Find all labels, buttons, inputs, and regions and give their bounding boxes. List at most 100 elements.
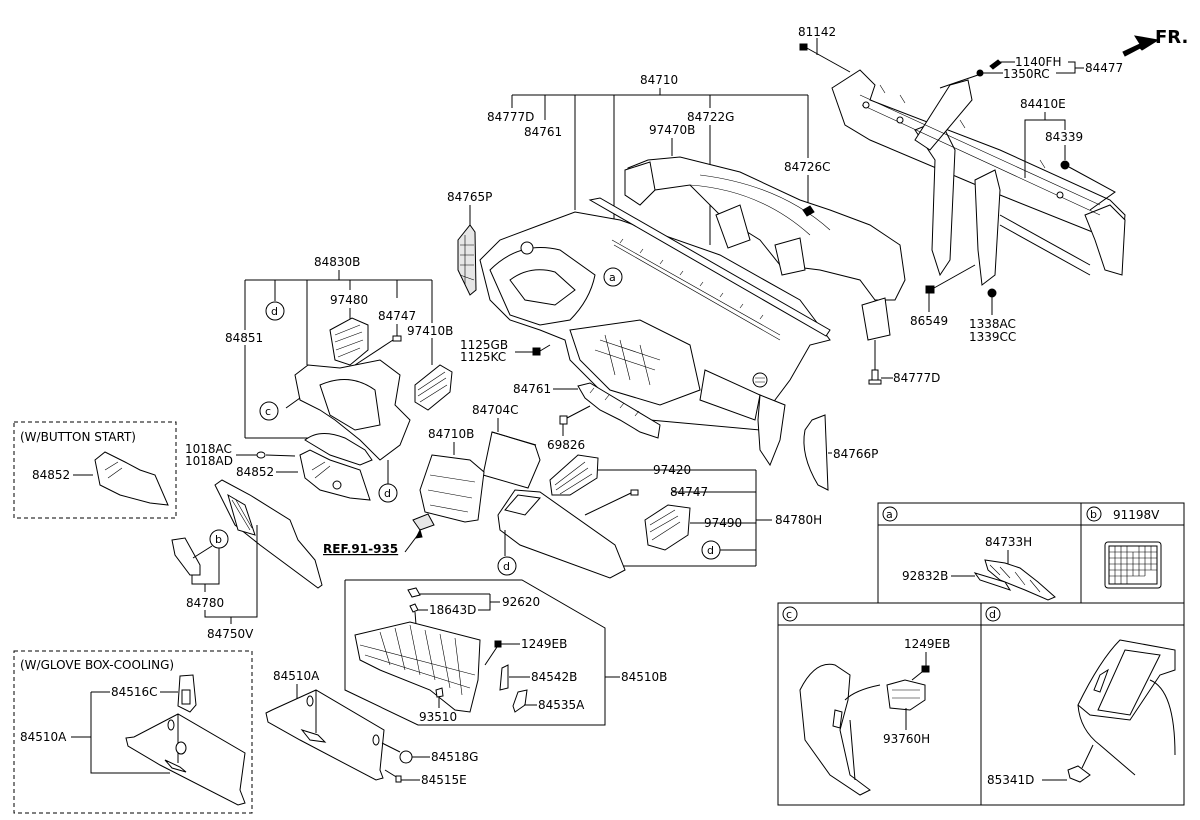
option-box-glove-box-cooling: (W/GLOVE BOX-COOLING) 84516C 84510A: [13, 650, 253, 814]
reference-91-935[interactable]: REF.91-935: [323, 513, 435, 556]
callout-b-text: b: [215, 533, 222, 546]
part-84851-cover[interactable]: [304, 433, 373, 466]
callout-d-marker-84780H[interactable]: d: [701, 540, 721, 560]
part-84510A-glove-box[interactable]: 84510A: [265, 669, 385, 781]
label-84535A: 84535A: [538, 698, 585, 712]
part-97410B-vent[interactable]: [414, 364, 453, 411]
callout-d-text-84780H: d: [707, 544, 714, 557]
label-93510: 93510: [419, 710, 457, 724]
label-92620: 92620: [502, 595, 540, 609]
part-69826[interactable]: 69826: [547, 405, 591, 452]
label-97470B: 97470B: [649, 123, 695, 137]
part-97470B-duct[interactable]: [624, 138, 906, 341]
label-sticker-icon: [1104, 541, 1162, 589]
label-92832B: 92832B: [902, 569, 948, 583]
part-glove-box-housing[interactable]: [354, 621, 481, 713]
part-84726C-clip[interactable]: [802, 205, 815, 217]
part-97490-vent[interactable]: [644, 504, 691, 551]
label-84765P: 84765P: [447, 190, 492, 204]
callout-d-text-cover: d: [503, 560, 510, 573]
part-84535A[interactable]: 84535A: [512, 689, 585, 713]
part-84542B[interactable]: 84542B: [499, 664, 577, 691]
callout-d-marker-cluster[interactable]: d: [265, 301, 285, 321]
part-84780-pocket[interactable]: [171, 537, 213, 576]
part-84704C[interactable]: 84704C: [472, 403, 541, 489]
label-84830B: 84830B: [314, 255, 360, 269]
label-84704C: 84704C: [472, 403, 519, 417]
label-1125GB: 1125GB: [460, 338, 508, 352]
part-84710B[interactable]: 84710B: [419, 427, 485, 523]
callout-c-text: c: [265, 405, 271, 418]
label-84710: 84710: [640, 73, 678, 87]
label-84726C: 84726C: [784, 160, 831, 174]
front-direction-indicator: FR.: [1122, 27, 1188, 57]
cowl-crossbar-assembly[interactable]: [831, 69, 1126, 286]
part-1249EB-bolt[interactable]: 1249EB: [484, 637, 567, 666]
part-86549[interactable]: 86549: [910, 264, 976, 328]
label-97490: 97490: [704, 516, 742, 530]
callout-b-marker[interactable]: b: [209, 529, 229, 549]
callout-d-marker-lower[interactable]: d: [378, 460, 398, 503]
label-84851: 84851: [225, 331, 263, 345]
label-84761-top: 84761: [524, 125, 562, 139]
label-84510B: 84510B: [621, 670, 667, 684]
label-84515E: 84515E: [421, 773, 467, 787]
part-84780H-tree: 97420 84747 97490 84780H: [598, 463, 822, 567]
part-84710-tree: 84710 84777D 84761 84722G 97470B 84726C: [487, 73, 831, 270]
part-97480-vent[interactable]: [329, 308, 369, 366]
label-84750V: 84750V: [207, 627, 254, 641]
callout-a-marker[interactable]: a: [603, 267, 623, 287]
label-84852-main: 84852: [236, 465, 274, 479]
label-84766P: 84766P: [833, 447, 878, 461]
detail-d-letter: d: [989, 608, 996, 621]
callout-c-marker[interactable]: c: [259, 401, 279, 421]
part-84750V-panel[interactable]: [214, 479, 323, 589]
label-84410E: 84410E: [1020, 97, 1066, 111]
part-84518G[interactable]: 84518G: [381, 742, 478, 764]
detail-panel-c: c 1249EB 93760H: [777, 602, 982, 806]
part-84761-bracket[interactable]: 84761: [513, 382, 661, 439]
label-84780H: 84780H: [775, 513, 822, 527]
label-85341D: 85341D: [987, 773, 1034, 787]
label-84477: 84477: [1085, 61, 1123, 75]
part-1018AC-1018AD[interactable]: 1018AC 1018AD: [185, 442, 296, 468]
part-84710-crash-pad[interactable]: [479, 197, 831, 467]
part-84477-group[interactable]: 1140FH 1350RC 84477: [939, 55, 1123, 89]
callout-d-marker-cover[interactable]: d: [497, 556, 517, 576]
part-84852-main[interactable]: 84852: [236, 449, 371, 501]
label-84852-option: 84852: [32, 468, 70, 482]
label-84339: 84339: [1045, 130, 1083, 144]
part-97420-vent[interactable]: [549, 454, 599, 496]
callout-a-text: a: [609, 271, 616, 284]
part-84777D-bolt[interactable]: 84777D: [868, 340, 940, 385]
part-1338AC-1339CC[interactable]: 1338AC 1339CC: [969, 288, 1016, 344]
front-arrow-icon: [1122, 35, 1160, 57]
label-18643D: 18643D: [429, 603, 476, 617]
option-box-button-start-title: (W/BUTTON START): [20, 430, 136, 444]
part-84510B-tree: 84510B: [344, 579, 667, 726]
label-91198V: 91198V: [1113, 508, 1160, 522]
label-84710B: 84710B: [428, 427, 474, 441]
label-1125KC: 1125KC: [460, 350, 506, 364]
part-81142[interactable]: 81142: [798, 25, 851, 73]
part-84747-clip-mid[interactable]: [584, 489, 639, 516]
label-84542B: 84542B: [531, 670, 577, 684]
part-84765P[interactable]: 84765P: [447, 190, 492, 296]
part-84780H-cover[interactable]: [497, 489, 626, 579]
part-84766P[interactable]: 84766P: [803, 414, 879, 491]
label-1018AD: 1018AD: [185, 454, 233, 468]
part-84780-tree: 84780 84750V: [186, 525, 258, 641]
option-box-glove-box-cooling-title: (W/GLOVE BOX-COOLING): [20, 658, 174, 672]
part-84830B-fascia[interactable]: [285, 359, 411, 461]
reference-label: REF.91-935: [323, 542, 398, 556]
label-84722G: 84722G: [687, 110, 734, 124]
part-84515E[interactable]: 84515E: [384, 769, 467, 787]
part-84410E-group[interactable]: 84410E 84339: [1020, 97, 1116, 211]
part-1125GB-1125KC[interactable]: 1125GB 1125KC: [460, 338, 551, 364]
detail-a-letter: a: [886, 508, 893, 521]
part-84830B-tree: 84830B 84851 97480 84747 97410B: [225, 255, 453, 439]
part-92620-group[interactable]: 18643D 92620: [407, 587, 540, 651]
label-84780: 84780: [186, 596, 224, 610]
part-93510[interactable]: 93510: [419, 687, 457, 724]
part-84747-clip-top[interactable]: [354, 324, 402, 366]
